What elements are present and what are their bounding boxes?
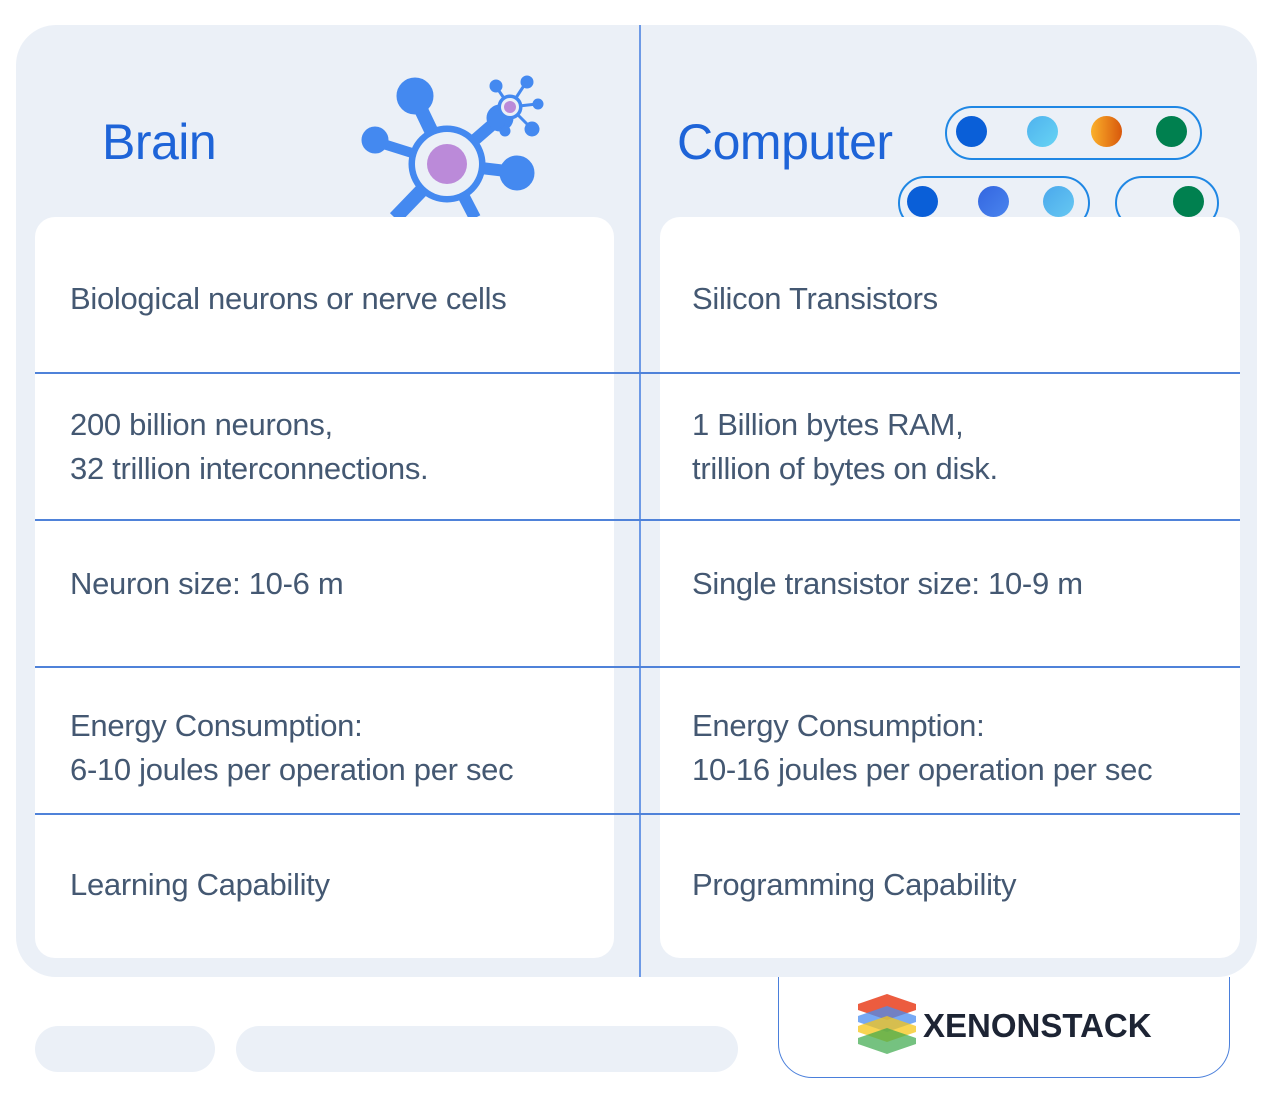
brain-row-1: Biological neurons or nerve cells: [70, 281, 507, 316]
computer-row-3: Single transistor size: 10-9 m: [692, 566, 1083, 601]
brain-row-4: Energy Consumption:6-10 joules per opera…: [70, 708, 514, 787]
dot-green: [1156, 116, 1187, 147]
dot-cyan: [1027, 116, 1058, 147]
brain-row-3: Neuron size: 10-6 m: [70, 566, 344, 601]
row-divider: [35, 519, 1240, 521]
decorative-pill: [35, 1026, 215, 1072]
brand-box: [778, 977, 1230, 1078]
computer-row-1: Silicon Transistors: [692, 281, 938, 316]
stacked-layers-icon: [858, 994, 916, 1054]
column-divider: [639, 25, 641, 977]
dot-blue: [956, 116, 987, 147]
neuron-icon: [361, 75, 544, 218]
dot-indigo: [978, 186, 1009, 217]
dot-sky: [1043, 186, 1074, 217]
row-divider: [35, 666, 1240, 668]
brain-row-5: Learning Capability: [70, 867, 330, 902]
computer-row-5: Programming Capability: [692, 867, 1017, 902]
row-divider: [35, 813, 1240, 815]
computer-row-2: 1 Billion bytes RAM,trillion of bytes on…: [692, 407, 998, 486]
decorative-pill: [236, 1026, 738, 1072]
computer-card: [660, 217, 1240, 958]
computer-title: Computer: [677, 114, 893, 170]
brand-name: XENONSTACK: [923, 1007, 1152, 1044]
brain-title: Brain: [102, 114, 217, 170]
row-divider: [35, 372, 1240, 374]
circuit-dots-row-1: [945, 106, 1202, 160]
dot-orange: [1091, 116, 1122, 147]
dot-green: [1173, 186, 1204, 217]
brain-row-2: 200 billion neurons,32 trillion intercon…: [70, 407, 429, 486]
dot-blue: [907, 186, 938, 217]
brain-card: [35, 217, 614, 958]
computer-row-4: Energy Consumption:10-16 joules per oper…: [692, 708, 1153, 787]
